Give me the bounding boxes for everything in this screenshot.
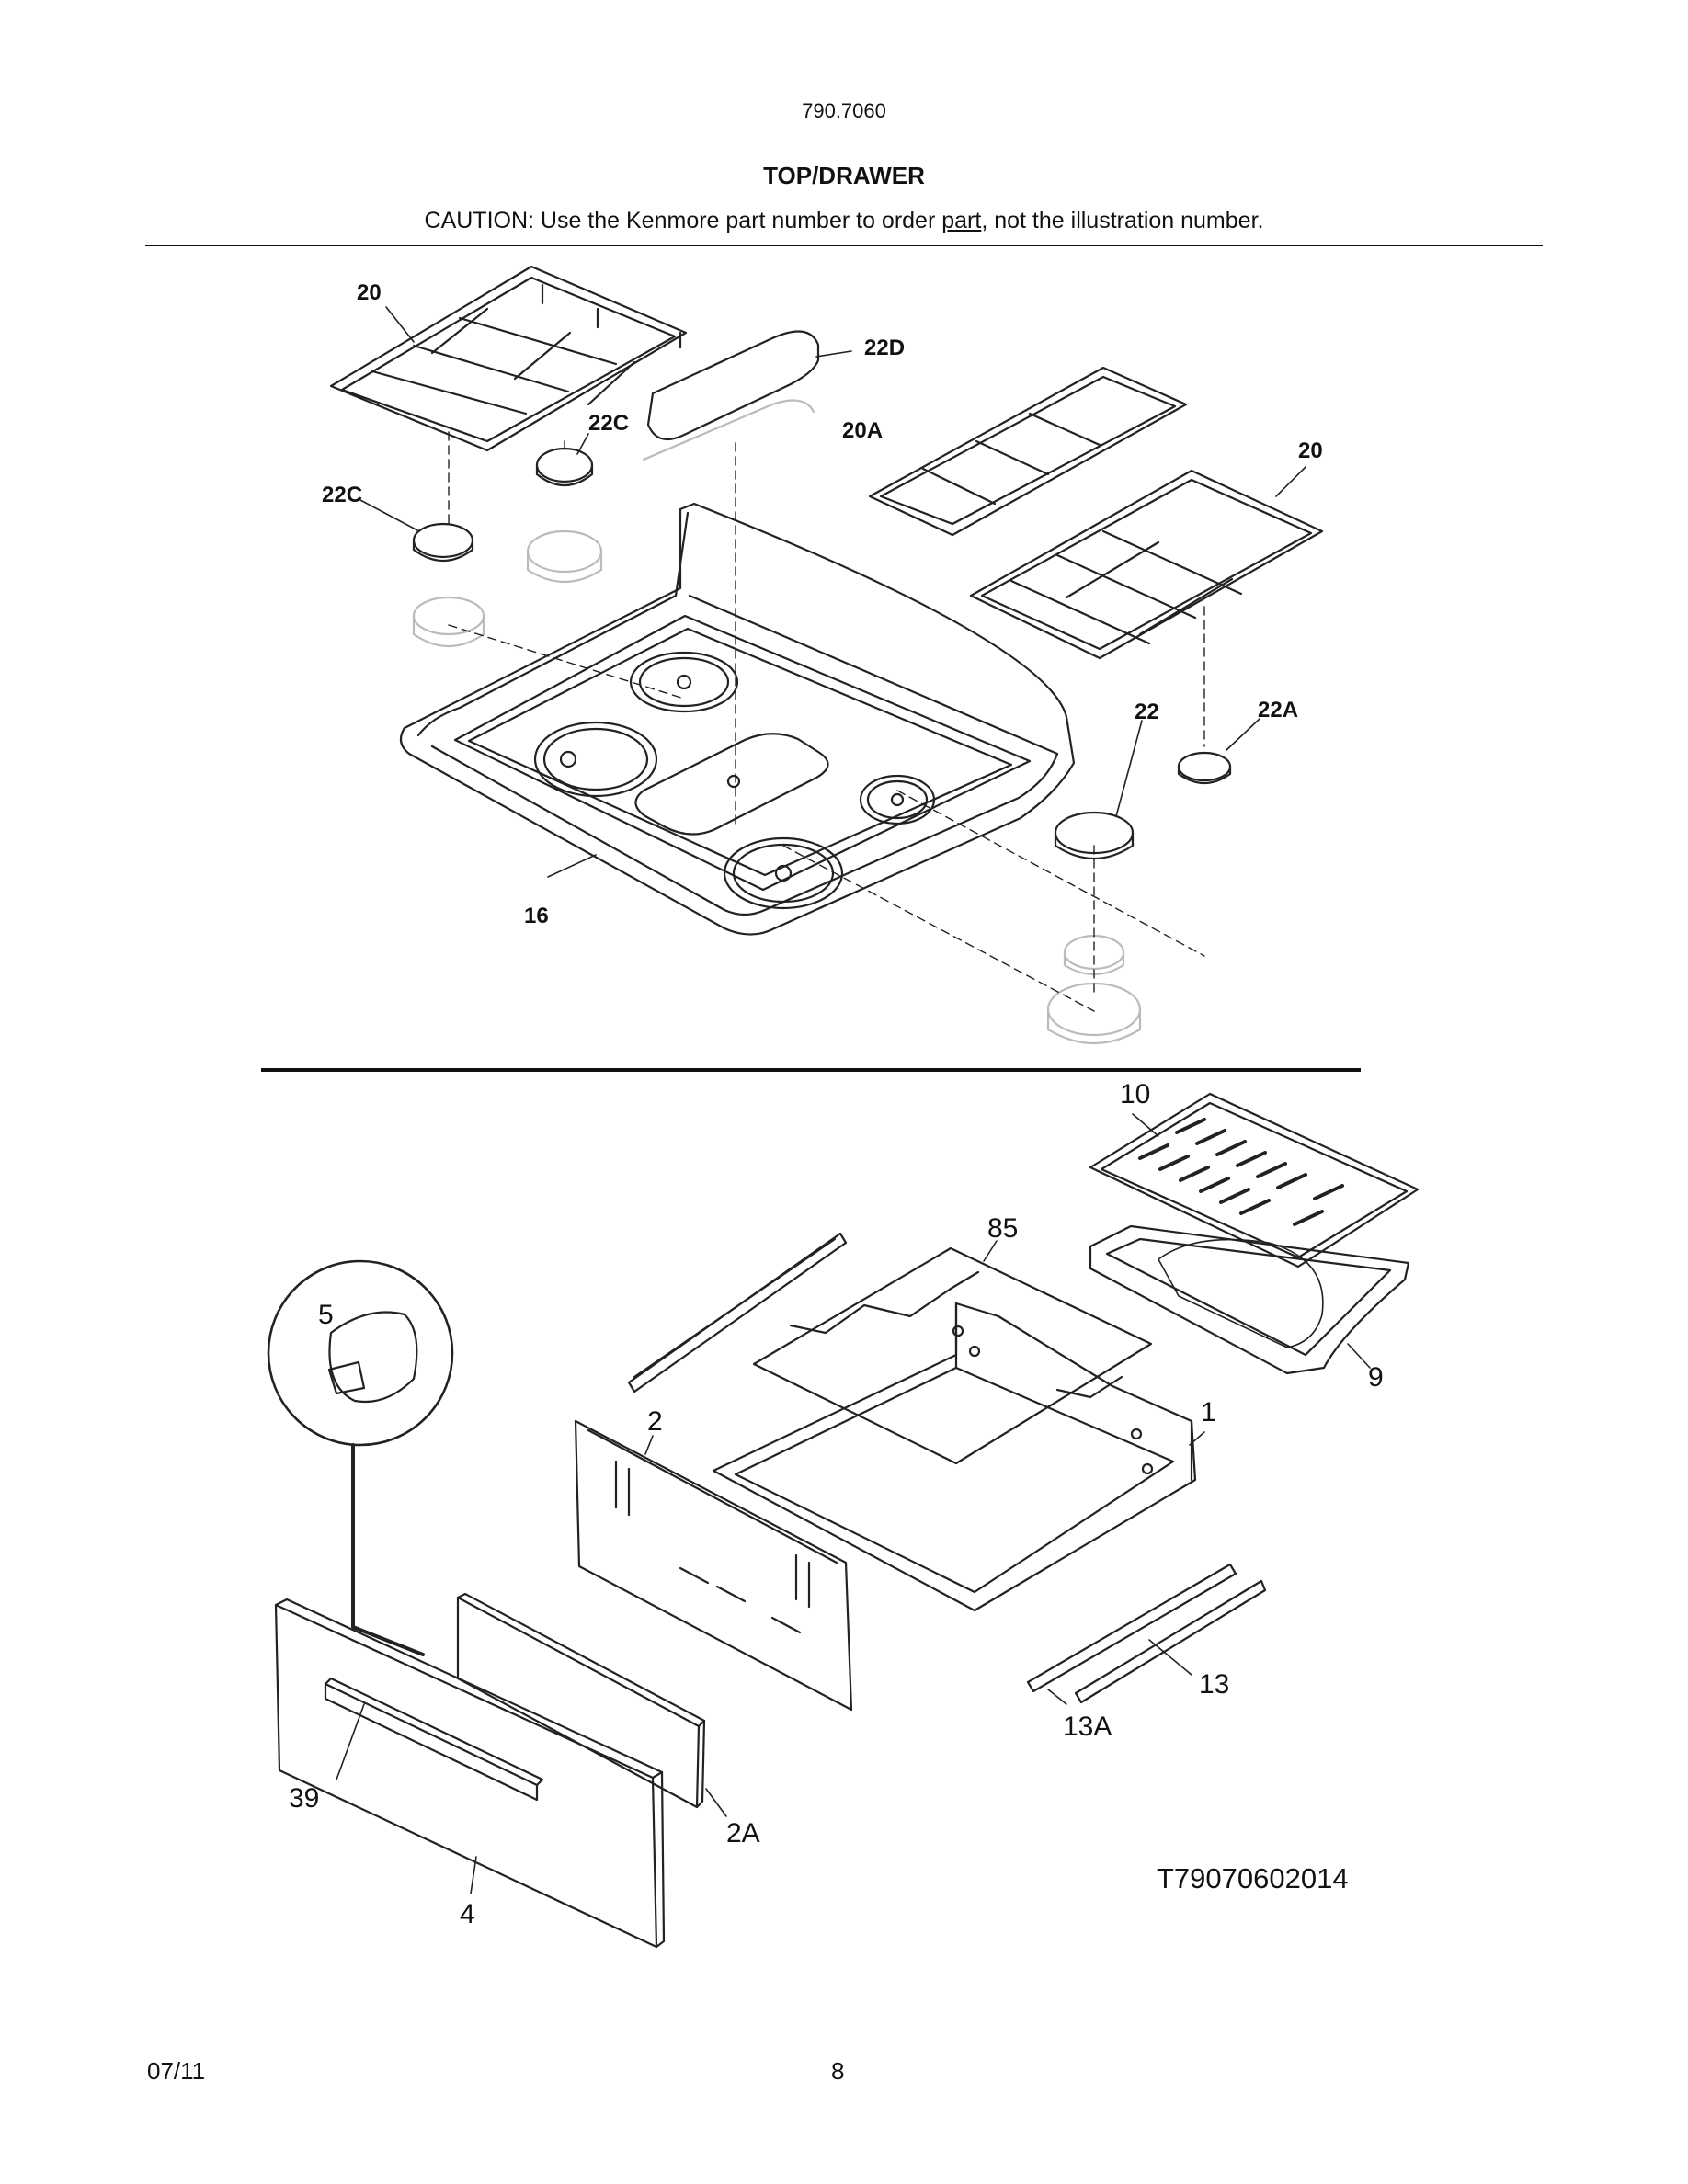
broiler-pan-part-9 xyxy=(1089,1224,1410,1375)
caution-note: CAUTION: Use the Kenmore part number to … xyxy=(0,208,1688,234)
footer-date: 07/11 xyxy=(147,2057,205,2085)
drawer-panel-part-2A xyxy=(456,1592,706,1809)
drawer-front-part-4 xyxy=(274,1598,666,1949)
drawer-callouts: 10 85 5 9 2 1 13 13A 39 2A 4 xyxy=(289,1079,1384,1929)
drawer-rail-upper xyxy=(627,1232,848,1393)
callout-22D: 22D xyxy=(864,336,905,360)
section-divider xyxy=(261,1068,1361,1072)
knob-inset-part-5 xyxy=(267,1259,454,1656)
drawer-body-part-1 xyxy=(712,1302,1197,1612)
callout-20A: 20A xyxy=(842,418,883,443)
drawer-back-part-2 xyxy=(574,1419,853,1712)
burner-cap-part-22C-upper xyxy=(535,447,594,486)
grate-center-part-20A xyxy=(868,366,1188,537)
drawer-slide-part-13 xyxy=(1026,1563,1267,1704)
top-leader-lines xyxy=(359,306,1306,878)
grate-right-part-20 xyxy=(969,469,1324,660)
callout-85: 85 xyxy=(987,1213,1018,1244)
diagram-id: T79070602014 xyxy=(1157,1862,1349,1894)
callout-2: 2 xyxy=(647,1406,663,1437)
burner-cap-part-22A xyxy=(1177,751,1232,784)
burner-heads-left xyxy=(412,529,1142,1044)
top-callouts: 20 22D 22C 20A 20 22C 22 22A 16 xyxy=(322,280,1323,928)
callout-5: 5 xyxy=(318,1300,334,1330)
drawer-handle-part-39 xyxy=(324,1677,544,1802)
assembly-lines xyxy=(448,431,1205,1012)
callout-22: 22 xyxy=(1135,700,1159,724)
callout-16: 16 xyxy=(524,904,549,928)
caution-suffix: , not the illustration number. xyxy=(981,208,1264,233)
drawer-leader-lines xyxy=(336,1113,1371,1894)
grate-left-part-20 xyxy=(329,265,688,452)
caution-prefix: CAUTION: Use the Kenmore part number to … xyxy=(424,208,942,233)
footer-page-number: 8 xyxy=(831,2057,844,2085)
callout-4: 4 xyxy=(460,1899,475,1929)
header-divider xyxy=(145,245,1543,246)
drawer-wire-part-85 xyxy=(752,1246,1153,1465)
callout-10: 10 xyxy=(1120,1079,1150,1109)
callout-13A: 13A xyxy=(1063,1712,1112,1742)
burner-cap-part-22C-lower xyxy=(412,522,474,562)
caution-underlined: part xyxy=(941,208,982,233)
callout-20-right: 20 xyxy=(1298,438,1323,463)
section-title: TOP/DRAWER xyxy=(763,162,925,189)
callout-20-left: 20 xyxy=(357,280,382,305)
griddle-cover-part-22D xyxy=(642,330,820,461)
callout-22C-upper: 22C xyxy=(588,411,629,436)
callout-9: 9 xyxy=(1368,1362,1384,1393)
broiler-grid-part-10 xyxy=(1089,1092,1420,1268)
callout-39: 39 xyxy=(289,1783,319,1814)
burner-cap-part-22 xyxy=(1054,811,1135,860)
callout-1: 1 xyxy=(1201,1397,1216,1428)
callout-22C-lower: 22C xyxy=(322,483,362,507)
callout-2A: 2A xyxy=(726,1818,760,1848)
callout-13: 13 xyxy=(1199,1669,1229,1700)
cooktop-part-16 xyxy=(399,502,1076,936)
callout-22A: 22A xyxy=(1258,698,1298,722)
model-number: 790.7060 xyxy=(802,99,886,122)
